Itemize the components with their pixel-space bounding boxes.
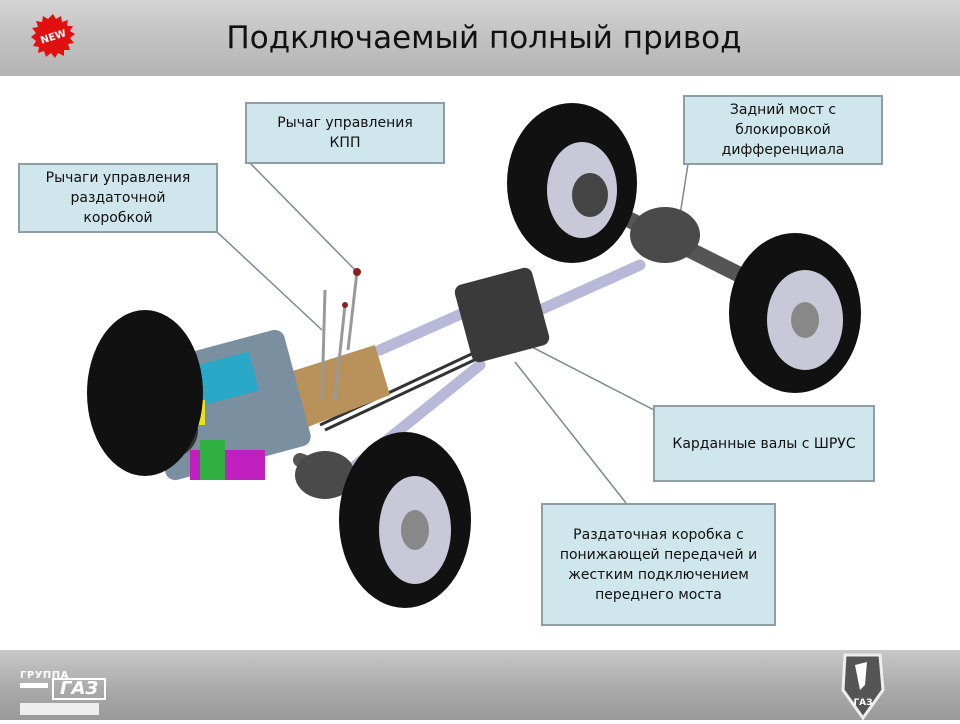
new-badge-icon: NEW [31, 14, 75, 58]
wheels [87, 103, 861, 608]
rear-driveshaft [534, 259, 646, 316]
wheel-rear-right [729, 233, 861, 393]
wheel-front-right [339, 432, 471, 608]
slide-header: NEW Подключаемый полный привод [0, 0, 960, 76]
svg-text:ГАЗ: ГАЗ [853, 698, 872, 708]
front-driveshaft-upper [374, 304, 476, 356]
front-differential [295, 451, 355, 499]
slide-footer: ГРУППА ГАЗ ГАЗ [0, 650, 960, 721]
callout-driveshafts: Карданные валы с ШРУС [653, 405, 875, 482]
callout-gear-lever: Рычаг управления КПП [245, 102, 445, 164]
callout-transfer-case: Раздаточная коробка с понижающей передач… [541, 503, 776, 626]
rear-differential [630, 207, 700, 263]
callout-transfer-levers: Рычаги управления раздаточной коробкой [18, 163, 218, 233]
brand-name: ГАЗ [52, 678, 107, 700]
wheel-front-left [87, 310, 203, 476]
gaz-emblem: ГАЗ [815, 650, 905, 724]
page-title: Подключаемый полный привод [226, 20, 742, 56]
transfer-case [454, 267, 550, 363]
wheel-rear-left [507, 103, 637, 263]
callout-rear-axle: Задний мост с блокировкой дифференциала [683, 95, 883, 165]
